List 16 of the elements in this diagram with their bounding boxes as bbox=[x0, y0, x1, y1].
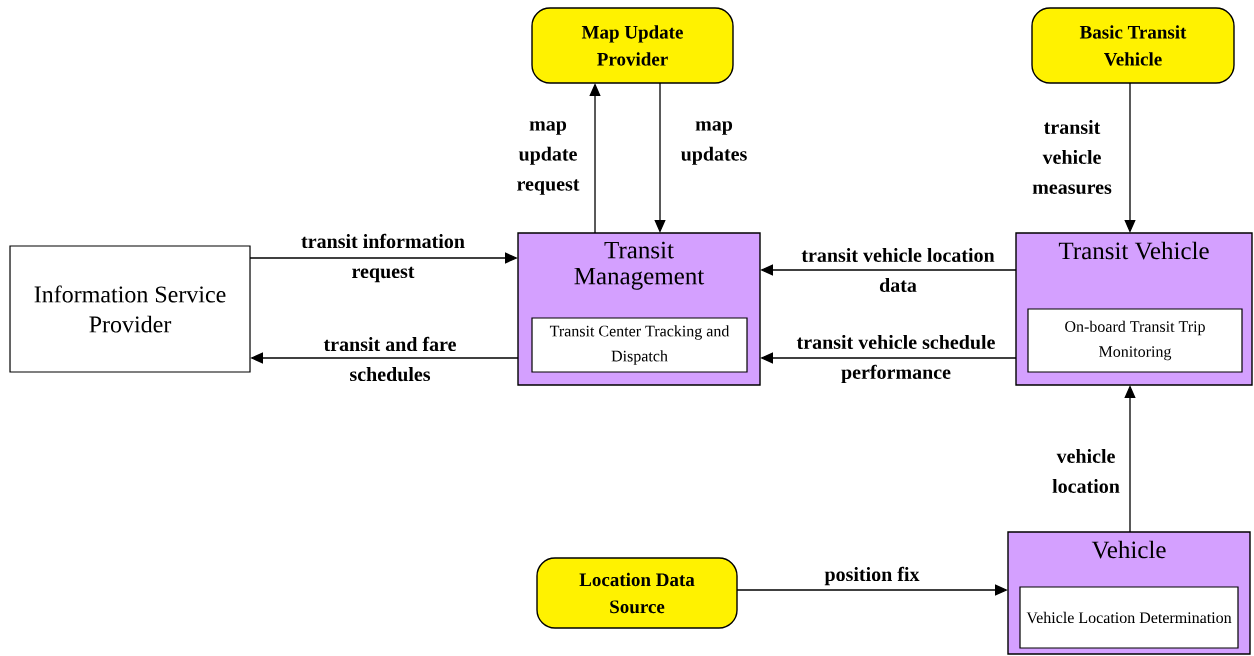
edge-label: transit vehicle schedule performance bbox=[796, 334, 995, 384]
edge-label: transit and fare schedules bbox=[323, 336, 456, 382]
edge-label: position fix bbox=[824, 566, 920, 586]
edge-label: transit vehicle location data bbox=[801, 247, 995, 293]
process-box: On-board Transit Trip Monitoring bbox=[1027, 308, 1243, 373]
terminator-box: Map Update Provider bbox=[531, 7, 734, 84]
edge-label: transit information request bbox=[301, 233, 465, 283]
process-box: Transit Center Tracking and Dispatch bbox=[531, 317, 748, 373]
edge-label: map updates bbox=[680, 121, 747, 165]
edge-label: transit vehicle measures bbox=[1032, 119, 1112, 195]
process-box: Vehicle Location Determination bbox=[1019, 586, 1239, 649]
terminator-box: Basic Transit Vehicle bbox=[1031, 7, 1235, 84]
terminator-box: Location Data Source bbox=[536, 557, 738, 629]
edge-label: vehicle location bbox=[1052, 448, 1120, 493]
edge-label: map update request bbox=[517, 121, 580, 195]
entity-box: Information Service Provider bbox=[9, 245, 251, 373]
